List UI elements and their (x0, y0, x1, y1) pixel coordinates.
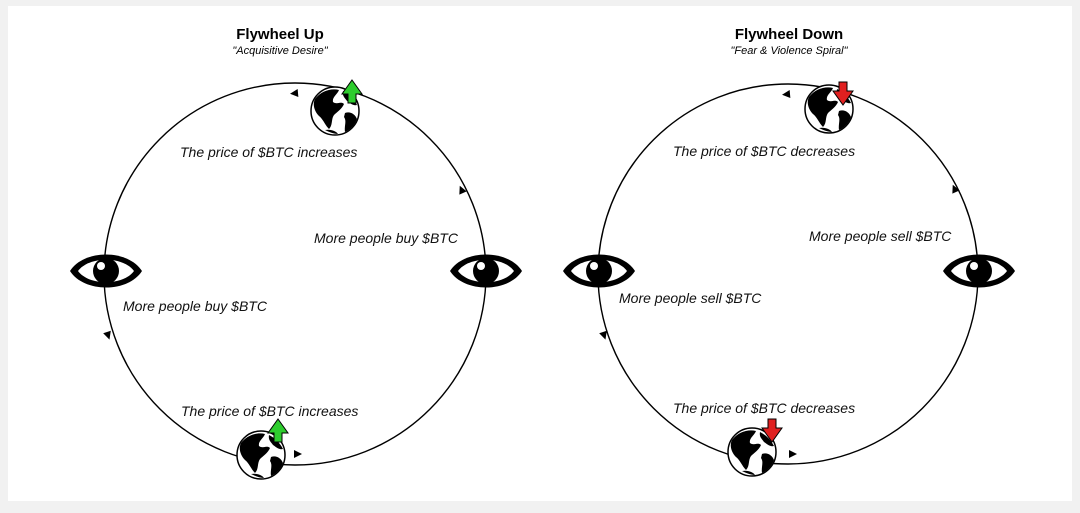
label-bottom: The price of $BTC decreases (673, 400, 855, 416)
label-left: More people buy $BTC (123, 298, 268, 314)
cycle-arrowhead (952, 184, 960, 194)
label-left: More people sell $BTC (619, 290, 762, 306)
label-top: The price of $BTC decreases (673, 143, 855, 159)
canvas: Flywheel Up "Acquisitive Desire" The pri… (8, 6, 1072, 501)
flywheel-down-diagram: Flywheel Down "Fear & Violence Spiral" T… (563, 26, 1015, 477)
cycle-arrowhead (789, 450, 797, 458)
label-right: More people buy $BTC (314, 230, 459, 246)
diagram-subtitle: "Acquisitive Desire" (232, 45, 328, 57)
eye-icon (563, 254, 635, 288)
cycle-arrowhead (459, 185, 467, 195)
arrow-up-icon (341, 79, 363, 104)
diagram-title: Flywheel Down (735, 26, 843, 43)
cycle-arrowhead (294, 450, 302, 458)
eye-icon (943, 254, 1015, 288)
arrow-down-icon (761, 418, 783, 443)
label-top: The price of $BTC increases (180, 144, 357, 160)
eye-icon (450, 254, 522, 288)
label-bottom: The price of $BTC increases (181, 403, 358, 419)
arrow-up-icon (267, 418, 289, 443)
cycle-arrowhead (290, 89, 299, 97)
flywheel-up-diagram: Flywheel Up "Acquisitive Desire" The pri… (70, 26, 522, 480)
diagram-title: Flywheel Up (236, 26, 324, 43)
flywheel-diagrams: Flywheel Up "Acquisitive Desire" The pri… (70, 26, 1015, 480)
cycle-arrowhead (782, 90, 791, 98)
diagram-subtitle: "Fear & Violence Spiral" (730, 45, 848, 57)
cycle-arrowhead (599, 330, 607, 340)
arrow-down-icon (832, 81, 854, 106)
cycle-arrowhead (103, 330, 111, 340)
label-right: More people sell $BTC (809, 228, 952, 244)
eye-icon (70, 254, 142, 288)
